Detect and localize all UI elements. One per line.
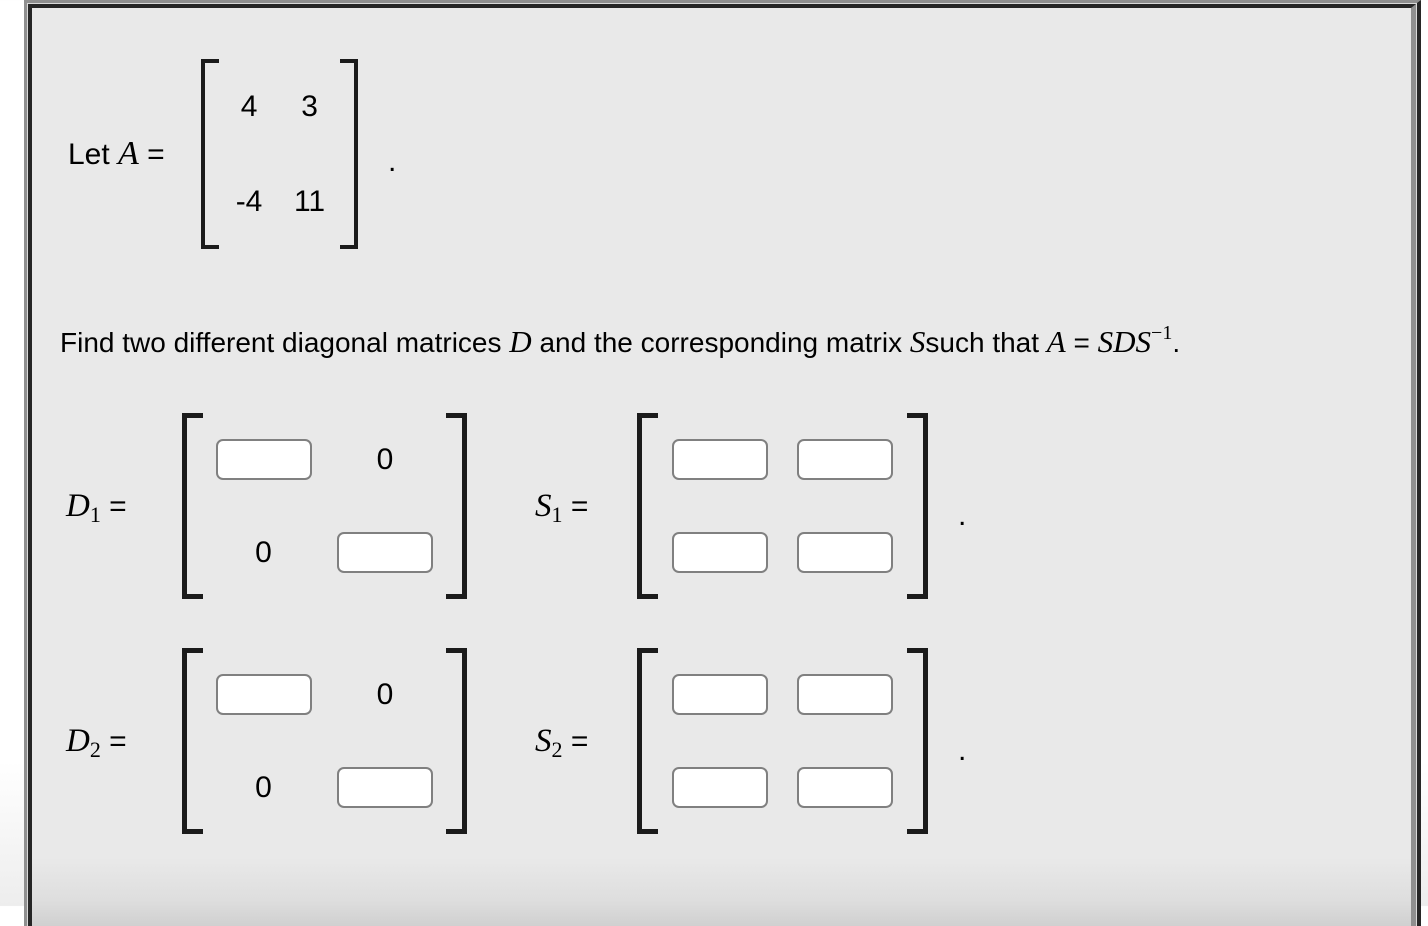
statement-period: . — [1172, 327, 1181, 358]
matrix-a-entry-r2c2: 11 — [293, 184, 326, 218]
inverse-superscript: −1 — [1151, 322, 1173, 344]
s2-input-r2c2[interactable] — [796, 767, 893, 808]
matrix-d2-entries: 0 0 — [203, 648, 446, 834]
problem-statement: Find two different diagonal matrices D a… — [60, 314, 1180, 362]
s1-var: S — [535, 487, 552, 524]
statement-text-1: Find two different diagonal matrices — [60, 327, 510, 358]
matrix-s1-bracket-left — [637, 413, 658, 599]
matrix-a-entry-r1c1: 4 — [240, 89, 258, 123]
s2-label: S2 = — [535, 722, 637, 762]
matrix-s2-bracket-right — [907, 648, 928, 834]
s2-subscript: 2 — [551, 736, 563, 762]
matrix-s1-entries — [658, 413, 907, 599]
let-text: Let — [68, 138, 119, 171]
sentence-period: . — [388, 145, 397, 178]
s1-input-r1c1[interactable] — [672, 439, 768, 480]
d1-input-r2c2[interactable] — [337, 532, 433, 573]
var-d: D — [509, 324, 532, 359]
d1-subscript: 1 — [89, 501, 101, 527]
d2-var: D — [66, 722, 90, 759]
var-sds: SDS — [1097, 324, 1152, 359]
given-matrix-row: Let A = 4 3 -4 11 . — [68, 59, 396, 249]
matrix-s2-entries — [658, 648, 907, 834]
matrix-a-entry-r2c1: -4 — [235, 184, 263, 218]
problem-frame: Let A = 4 3 -4 11 . Find two different d… — [28, 4, 1416, 926]
equals-sign: = — [138, 138, 174, 171]
d2-equals: = — [100, 724, 136, 758]
answer-block-s2: S2 = . — [535, 648, 966, 834]
var-a-2: A — [1046, 324, 1066, 359]
problem-frame-outer: Let A = 4 3 -4 11 . Find two different d… — [24, 0, 1421, 926]
d2-zero-r2c1: 0 — [255, 770, 272, 804]
d1-zero-r2c1: 0 — [255, 535, 272, 569]
s1-equals: = — [562, 489, 597, 523]
var-a: A — [118, 135, 139, 172]
d2-subscript: 2 — [89, 736, 101, 762]
problem-content: Let A = 4 3 -4 11 . Find two different d… — [32, 8, 1411, 926]
matrix-d2-bracket-right — [446, 648, 467, 834]
d2-input-r2c2[interactable] — [337, 767, 433, 808]
matrix-a-entry-r1c2: 3 — [301, 89, 318, 123]
matrix-d1-bracket-left — [182, 413, 203, 599]
d1-label: D1 = — [66, 487, 182, 527]
d2-input-r1c1[interactable] — [215, 674, 312, 715]
answer-block-s1: S1 = . — [535, 413, 966, 599]
d2-label: D2 = — [66, 722, 182, 762]
s1-period: . — [958, 499, 967, 532]
matrix-s1-bracket-right — [907, 413, 928, 599]
s1-input-r2c2[interactable] — [796, 532, 893, 573]
s2-input-r1c1[interactable] — [672, 674, 768, 715]
matrix-d1: 0 0 — [182, 413, 467, 599]
matrix-a: 4 3 -4 11 — [201, 59, 359, 249]
d2-zero-r1c2: 0 — [376, 677, 394, 711]
s1-input-r1c2[interactable] — [796, 439, 893, 480]
matrix-d2: 0 0 — [182, 648, 467, 834]
s1-label: S1 = — [535, 487, 637, 527]
var-s: S — [909, 324, 926, 359]
statement-equals: = — [1065, 327, 1098, 358]
d1-zero-r1c2: 0 — [376, 442, 394, 476]
s2-var: S — [535, 722, 552, 759]
s2-input-r2c1[interactable] — [672, 767, 768, 808]
s2-equals: = — [562, 724, 597, 758]
matrix-s1 — [637, 413, 928, 599]
s2-input-r1c2[interactable] — [796, 674, 893, 715]
statement-text-3: such that — [925, 327, 1047, 358]
s2-period: . — [958, 734, 967, 767]
statement-text-2: and the corresponding matrix — [531, 327, 910, 358]
answer-block-d1: D1 = 0 0 — [66, 413, 467, 599]
matrix-d1-bracket-right — [446, 413, 467, 599]
matrix-s2-bracket-left — [637, 648, 658, 834]
matrix-d1-entries: 0 0 — [203, 413, 446, 599]
matrix-s2 — [637, 648, 928, 834]
matrix-d2-bracket-left — [182, 648, 203, 834]
answer-block-d2: D2 = 0 0 — [66, 648, 467, 834]
matrix-a-entries: 4 3 -4 11 — [219, 59, 340, 249]
matrix-a-bracket-left — [201, 59, 220, 249]
d1-input-r1c1[interactable] — [215, 439, 312, 480]
s1-subscript: 1 — [551, 501, 563, 527]
let-label: Let A = — [68, 135, 173, 173]
d1-equals: = — [100, 489, 136, 523]
matrix-a-bracket-right — [340, 59, 359, 249]
d1-var: D — [66, 487, 90, 524]
s1-input-r2c1[interactable] — [672, 532, 768, 573]
